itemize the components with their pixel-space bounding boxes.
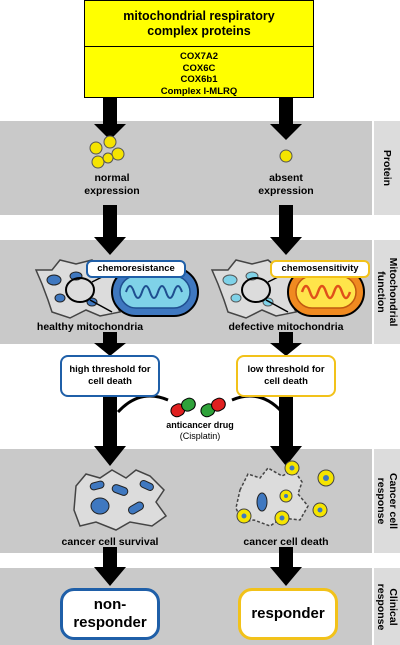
mitochondrion-small	[89, 480, 105, 491]
protein-dot	[111, 147, 125, 161]
protein-dot	[91, 155, 105, 169]
nucleus	[90, 497, 110, 515]
mitochondrion-small	[230, 293, 242, 303]
protein-item: COX6C	[182, 62, 216, 74]
protein-item: COX7A2	[179, 51, 218, 62]
arrow-down-icon	[270, 547, 302, 586]
drug-arc-left	[116, 394, 169, 414]
mitochondrion-small	[139, 479, 154, 491]
arrow-down-icon	[94, 332, 126, 356]
nucleus	[256, 492, 268, 512]
arrow-down-icon	[270, 98, 302, 140]
mitochondrion-small	[222, 274, 238, 286]
right-threshold-pill: low threshold for cell death	[236, 355, 336, 397]
protein-dot	[102, 152, 114, 164]
left-expression-label: normal expression	[84, 172, 140, 197]
arrow-down-icon	[94, 396, 126, 466]
band-protein	[0, 121, 372, 215]
header-title: mitochondrial respiratory complex protei…	[123, 8, 275, 38]
left-threshold-pill: high threshold for cell death	[60, 355, 160, 397]
row-label-mitochondrial: Mitochondrial function	[374, 240, 400, 344]
mitochondrion-small	[54, 293, 66, 303]
arrow-down-icon	[270, 205, 302, 255]
protein-dots-cluster	[89, 135, 125, 169]
cristae	[300, 284, 352, 300]
row-label-clinical: Clinical response	[374, 568, 400, 645]
protein-dot	[103, 135, 117, 149]
row-label-protein: Protein	[374, 121, 400, 215]
left-outcome-label: cancer cell survival	[61, 536, 159, 548]
drug-arc-right	[231, 394, 284, 414]
zoom-circle	[65, 277, 95, 303]
mitochondrion-small	[46, 274, 62, 286]
right-mito-label: defective mitochondria	[228, 321, 344, 333]
row-label-cancer-cell: Cancer cell response	[374, 449, 400, 553]
right-state-pill: chemosensitivity	[270, 260, 370, 278]
protein-item: Complex I-MLRQ	[160, 85, 238, 97]
responder-box: responder	[238, 588, 338, 640]
band-cancer-cell	[0, 449, 372, 553]
arrow-down-icon	[94, 98, 126, 140]
right-expression-label: absent expression	[258, 172, 314, 197]
drug-capsules	[170, 397, 226, 418]
surviving-cell-illustration	[73, 469, 168, 531]
header-protein-list: COX7A2 COX6C COX6b1 Complex I-MLRQ	[84, 46, 314, 98]
arrow-down-icon	[270, 332, 302, 356]
protein-dot-single	[279, 149, 293, 163]
protein-item: COX6b1	[180, 74, 218, 85]
dying-cell-illustration	[235, 460, 335, 527]
mitochondrion-small	[111, 484, 129, 496]
right-outcome-label: cancer cell death	[243, 536, 329, 548]
left-state-pill: chemoresistance	[86, 260, 186, 278]
drug-example: (Cisplatin)	[179, 431, 221, 441]
cell-membrane	[73, 469, 168, 531]
protein-dot	[89, 141, 103, 155]
mitochondrion-small	[128, 501, 144, 515]
header-title-box: mitochondrial respiratory complex protei…	[84, 0, 314, 47]
zoom-circle	[241, 277, 271, 303]
non-responder-box: non-responder	[60, 588, 160, 640]
arrow-down-icon	[94, 547, 126, 586]
drug-name: anticancer drug	[166, 420, 234, 430]
cristae	[125, 285, 183, 299]
arrow-down-icon	[94, 205, 126, 255]
left-mito-label: healthy mitochondria	[36, 321, 144, 333]
arrow-down-icon	[270, 396, 302, 466]
